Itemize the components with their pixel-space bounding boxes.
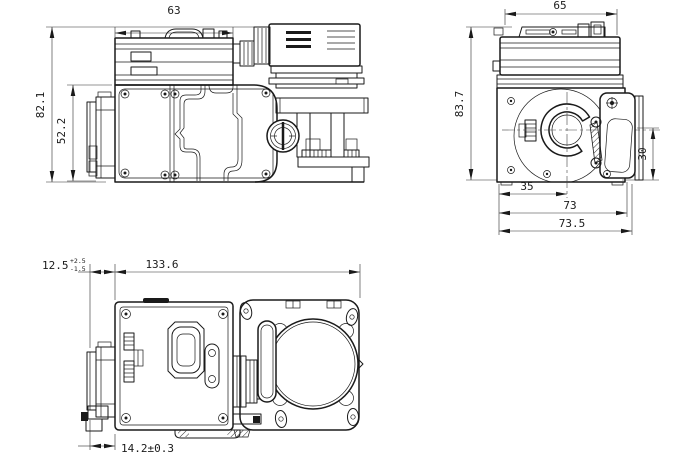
top-main-box [114, 298, 234, 431]
top-fitting [202, 28, 215, 39]
dim-body-width: 73 [499, 182, 628, 217]
hose-clamp [518, 119, 537, 142]
port-flange [266, 119, 300, 153]
dim-label-63: 63 [167, 4, 180, 17]
dim-connector-offset-bottom: 14.2±0.3 [78, 420, 174, 455]
pivot-pin [590, 157, 602, 169]
top-view: 12.5 +2.5 -1.5 133.6 14.2±0.3 [42, 257, 364, 455]
pump-head-plate [232, 299, 364, 438]
front-view: 65 83.7 30 35 73 [453, 0, 660, 235]
top-fittings [493, 21, 606, 38]
motor-cylinder [253, 23, 361, 67]
dim-overall-height: 82.1 [34, 26, 258, 183]
dim-label-133-6: 133.6 [145, 258, 178, 271]
dim-center-offset: 35 [498, 180, 567, 235]
slot-plate [204, 343, 220, 389]
bottom-foot [174, 429, 241, 439]
dim-body-height: 52.2 [55, 84, 112, 182]
dim-head-width: 63 [114, 4, 234, 48]
head-housing [492, 36, 624, 89]
motor-mount-plates [268, 65, 365, 89]
cross-screw [606, 97, 618, 109]
gearbox-body [114, 84, 278, 183]
clamp-bar [257, 320, 277, 403]
valve-bracket [589, 92, 644, 181]
foot [611, 181, 624, 186]
inlet-connector [86, 91, 116, 179]
dim-label-73-5: 73.5 [559, 217, 586, 230]
dim-label-tol-lower: -1.5 [70, 265, 86, 273]
side-connector-ports [123, 332, 144, 383]
dim-connector-offset: 12.5 +2.5 -1.5 [42, 257, 116, 348]
foot [500, 181, 513, 186]
top-bumper [143, 298, 169, 303]
body-screws [507, 97, 551, 178]
diaphragm-head-circle [267, 318, 359, 410]
clamp-ring [540, 103, 591, 157]
handle [164, 28, 204, 39]
cover-screws [121, 309, 228, 423]
side-tab [492, 60, 501, 72]
mounting-stand [96, 97, 370, 183]
top-fitting [130, 30, 141, 39]
stand-base [297, 156, 370, 168]
cover-screws [120, 88, 271, 180]
dim-top-width: 65 [504, 0, 618, 35]
slot-rings [239, 302, 359, 428]
dim-label-35: 35 [520, 180, 533, 193]
bottom-bracket [232, 413, 262, 438]
pivot-pin [590, 116, 602, 128]
pump-head [114, 28, 234, 86]
dim-label-12-5: 12.5 [42, 259, 69, 272]
dim-front-overall-height: 83.7 [453, 26, 512, 181]
dim-label-14-2: 14.2±0.3 [121, 442, 174, 455]
dim-label-83-7: 83.7 [453, 91, 466, 118]
dim-overall-width: 73.5 [499, 184, 633, 235]
dim-label-82-1: 82.1 [34, 92, 47, 119]
center-window [167, 321, 205, 379]
dim-label-65: 65 [553, 0, 566, 12]
top-fitting [218, 30, 228, 39]
dim-overall-length: 133.6 [115, 258, 361, 298]
side-nub [358, 359, 364, 369]
dim-label-tol-upper: +2.5 [70, 257, 86, 265]
top-inlet-connector [81, 341, 116, 432]
shaft-coupler [232, 40, 255, 67]
stand-leg [351, 166, 365, 183]
dim-label-52-2: 52.2 [55, 118, 68, 145]
linkage-arm [589, 121, 603, 164]
dim-label-73: 73 [563, 199, 576, 212]
side-view: 63 82.1 52.2 [34, 4, 370, 183]
casting-rib-contour [174, 84, 243, 181]
